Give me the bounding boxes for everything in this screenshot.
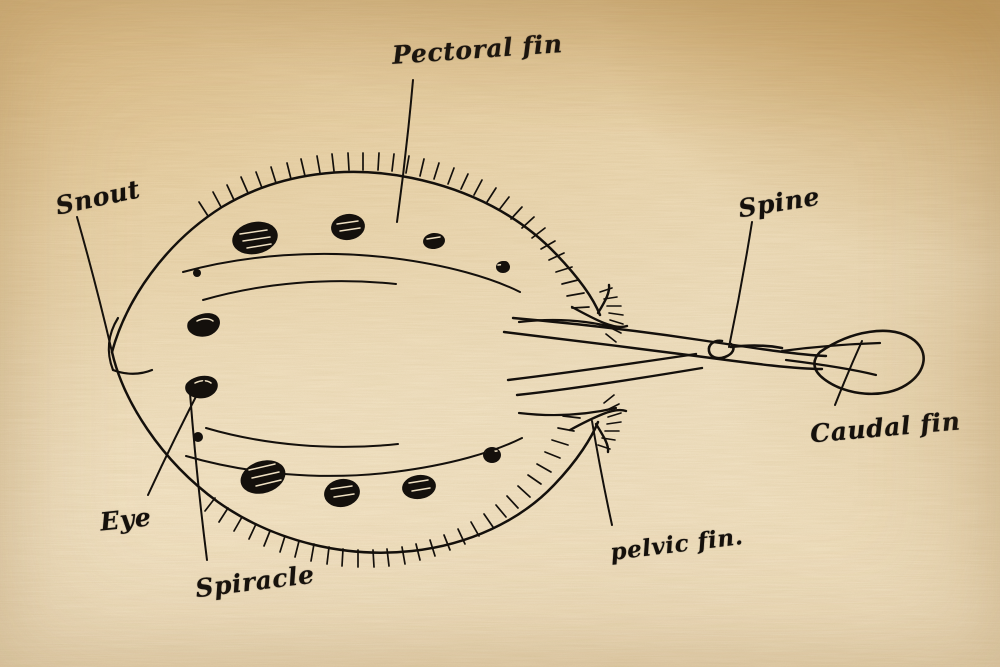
tail <box>502 316 925 397</box>
leader-eye <box>147 380 205 496</box>
spot-upper-3 <box>423 232 445 250</box>
pectoral-lobe-lower <box>517 394 628 454</box>
pectoral-fin-margin-upper <box>198 152 590 309</box>
leader-spiracle <box>189 392 208 561</box>
label-eye: Eye <box>98 502 153 537</box>
caudal-fin <box>780 329 925 396</box>
leader-spine <box>728 221 753 348</box>
small-dot-3 <box>501 261 509 269</box>
pectoral-fin-margin-lower <box>204 415 581 568</box>
small-dot-4 <box>485 448 495 458</box>
spot-upper-2 <box>331 213 365 241</box>
disc-inner-contours <box>182 252 523 477</box>
pectoral-lobe-upper <box>517 283 629 343</box>
small-dot-2 <box>193 432 203 442</box>
leader-lines <box>76 79 863 561</box>
dorsal-spots <box>193 213 510 508</box>
leader-caudal-fin <box>834 340 863 406</box>
small-dot-1 <box>193 269 201 277</box>
tail-spine <box>707 339 784 360</box>
eye <box>187 313 220 337</box>
spot-upper-1 <box>232 221 278 255</box>
spot-lower-3 <box>402 474 436 500</box>
leader-pelvic-fin <box>591 420 613 526</box>
spot-lower-1 <box>240 460 286 494</box>
leader-snout <box>76 216 113 353</box>
spot-lower-2 <box>324 478 360 508</box>
leader-pectoral-fin <box>396 79 414 223</box>
